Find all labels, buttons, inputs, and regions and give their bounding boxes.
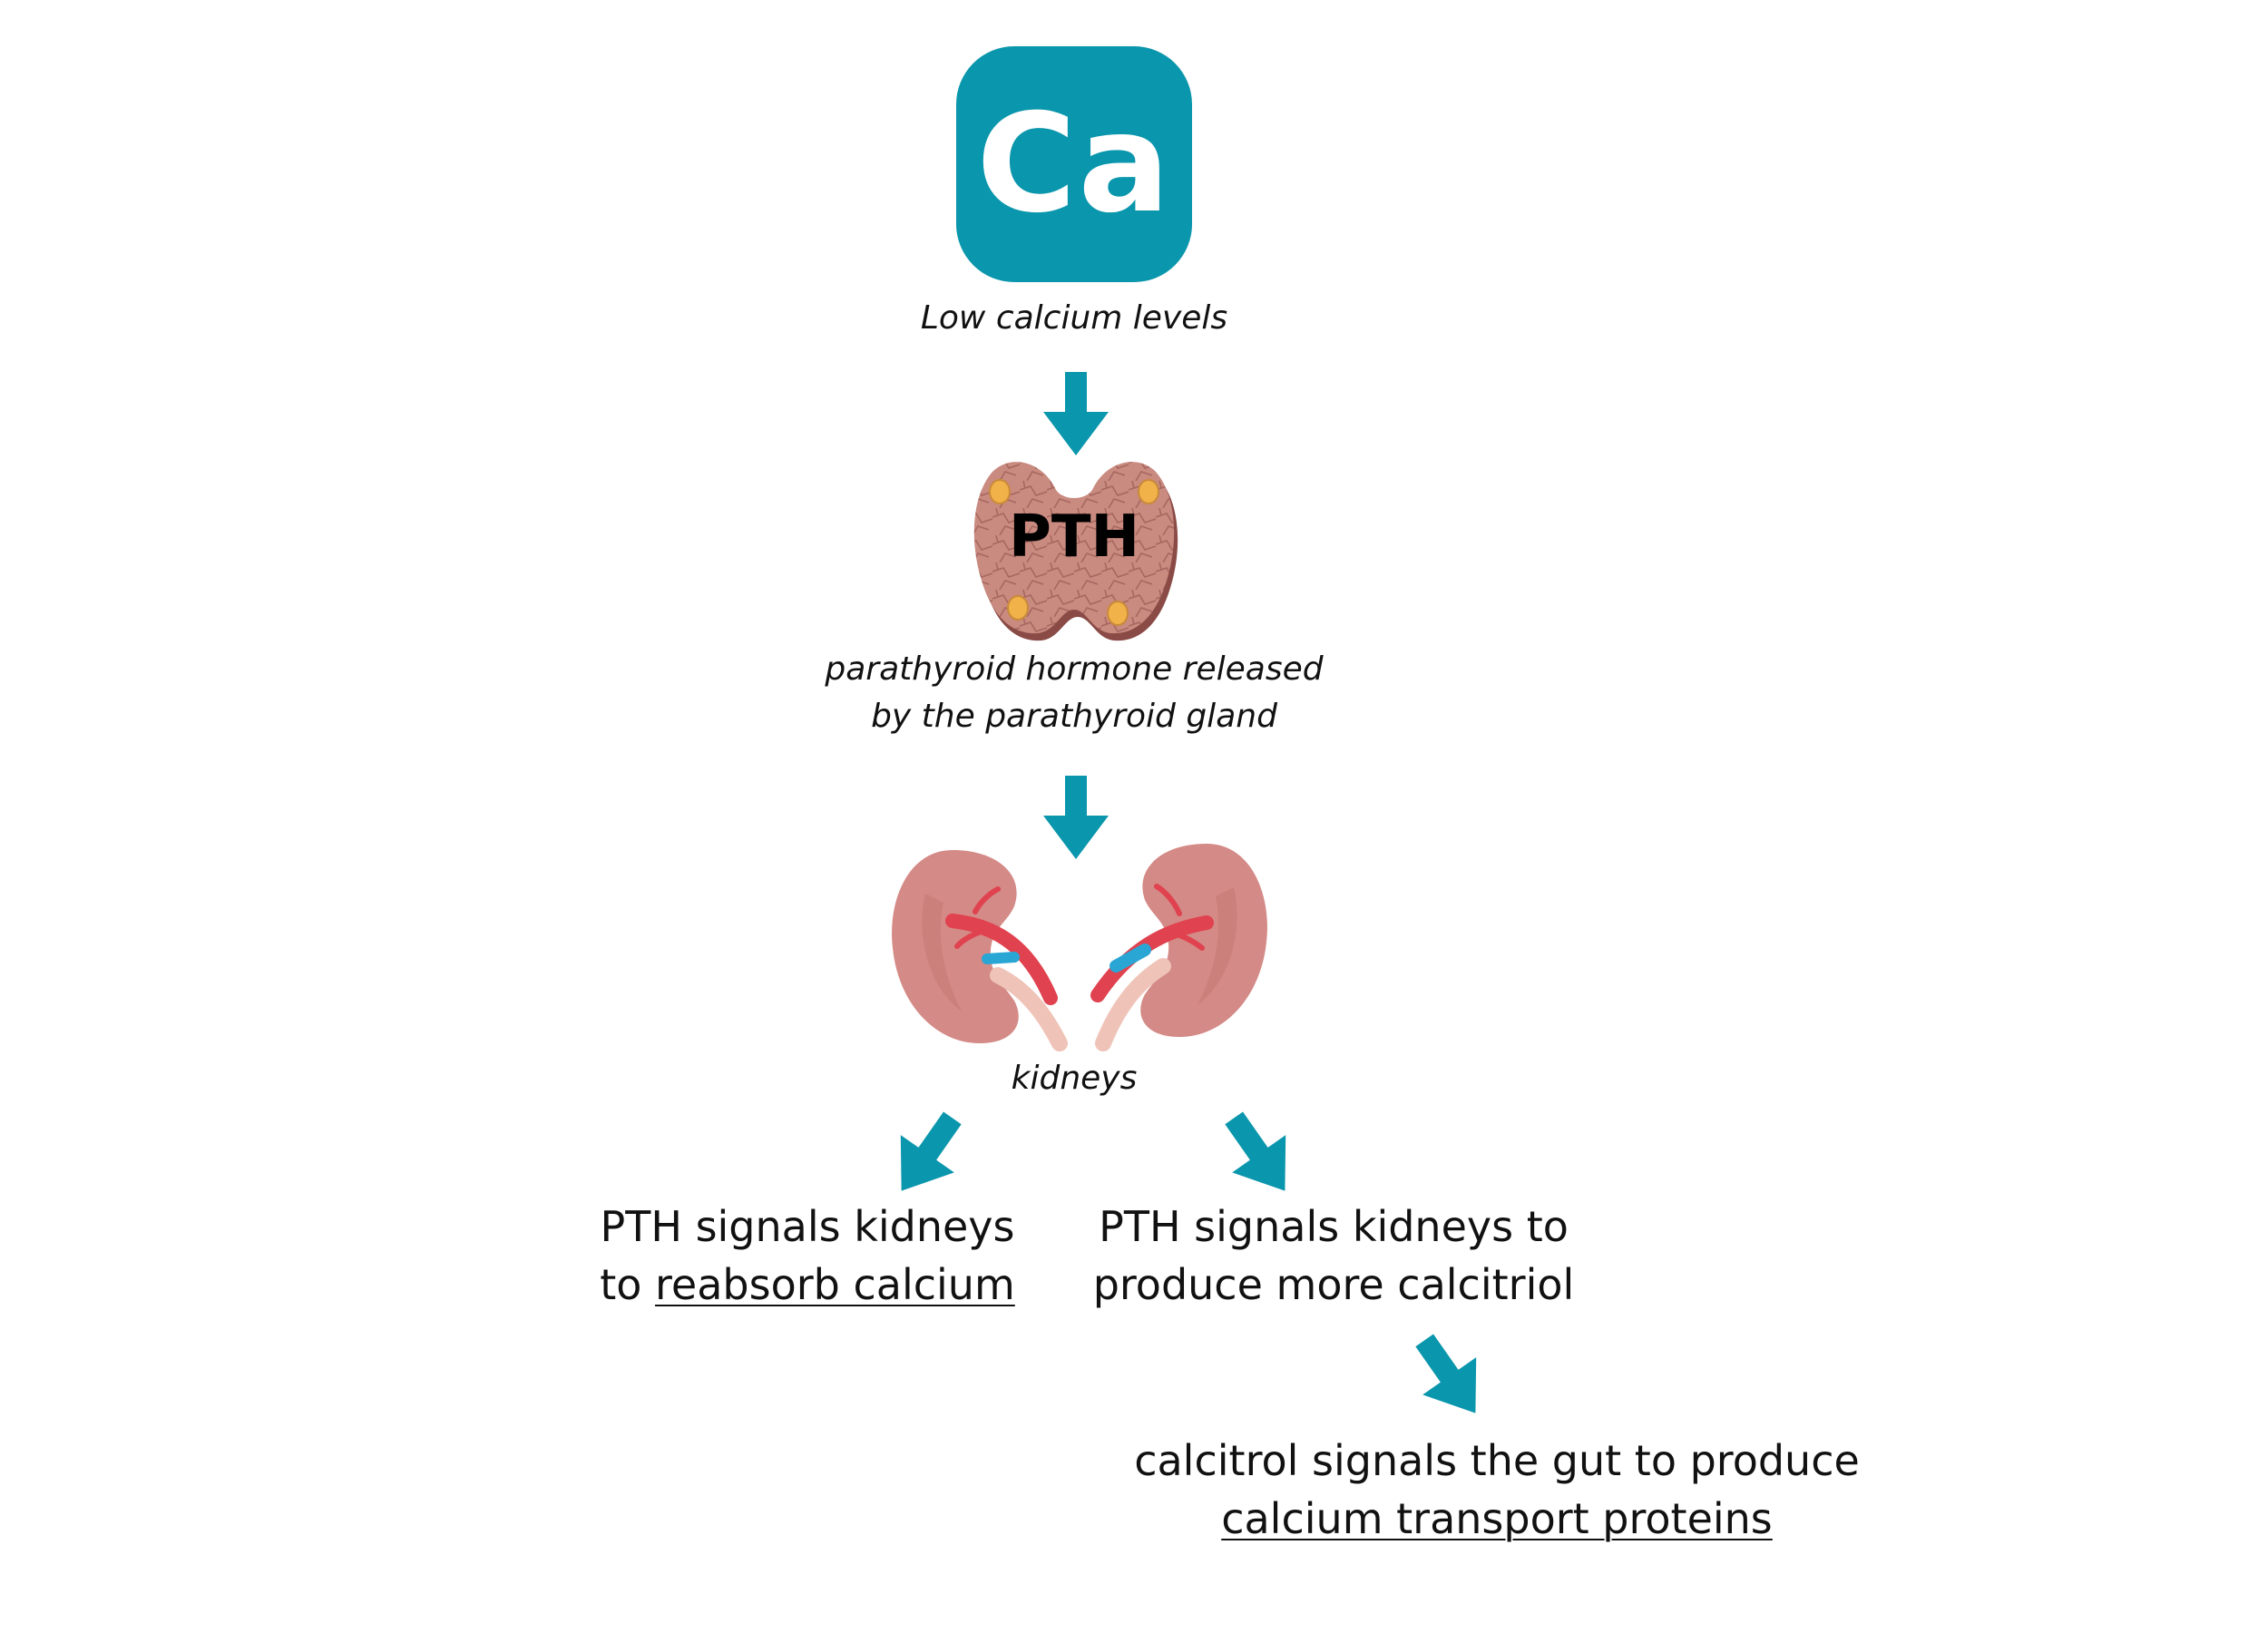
left-outcome-prefix: to [600, 1260, 656, 1309]
right-outcome: PTH signals kidneys to produce more calc… [1025, 1198, 1642, 1314]
parathyroid-caption: parathyroid hormone released by the para… [757, 646, 1392, 740]
pth-label: PTH [1008, 504, 1140, 571]
right-outcome-line1: PTH signals kidneys to [1099, 1202, 1569, 1251]
left-outcome-line2: to reabsorb calcium [526, 1256, 1089, 1314]
calcium-caption: Low calcium levels [920, 299, 1228, 337]
diagonal-arrow-down-left-icon [900, 1111, 962, 1191]
calcium-icon: Ca [956, 46, 1192, 282]
left-outcome: PTH signals kidneys to reabsorb calcium [526, 1198, 1089, 1314]
diagonal-arrow-down-right-icon [1225, 1111, 1286, 1191]
calcium-symbol: Ca [976, 85, 1172, 243]
reabsorb-calcium-text: reabsorb calcium [655, 1260, 1015, 1309]
parathyroid-caption-line2: by the parathyroid gland [871, 698, 1277, 735]
down-arrow-icon [1043, 776, 1109, 859]
gut-outcome-line2: calcium transport proteins [1116, 1490, 1878, 1548]
kidneys-icon [892, 844, 1267, 1051]
gut-outcome: calcitrol signals the gut to produce cal… [1116, 1432, 1878, 1548]
diagonal-arrow-down-right-icon [1415, 1334, 1477, 1413]
parathyroid-gland-icon [973, 462, 1178, 641]
down-arrow-icon [1043, 372, 1109, 455]
calcium-transport-proteins-text: calcium transport proteins [1221, 1494, 1773, 1543]
left-outcome-line1: PTH signals kidneys [600, 1202, 1015, 1251]
right-outcome-line2: produce more calcitriol [1092, 1260, 1575, 1309]
parathyroid-caption-line1: parathyroid hormone released [825, 650, 1324, 688]
kidneys-caption: kidneys [1011, 1060, 1138, 1097]
gut-outcome-line1: calcitrol signals the gut to produce [1134, 1436, 1860, 1485]
